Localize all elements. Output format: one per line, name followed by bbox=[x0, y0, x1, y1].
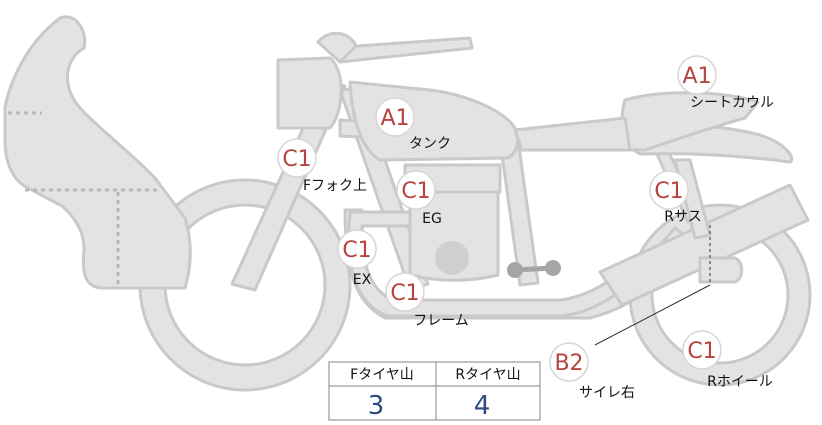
rsus-grade: C1 bbox=[654, 179, 683, 204]
seat-grade: A1 bbox=[682, 64, 711, 89]
fork-grade: C1 bbox=[282, 147, 311, 172]
front-cowl bbox=[3, 15, 192, 290]
grade-badges: C1Fフォク上A1タンクC1EGC1EXC1フレームA1シートカウルC1RサスB… bbox=[277, 55, 774, 401]
table-frame bbox=[328, 361, 541, 421]
tire-tread-table: Fタイヤ山 Rタイヤ山 3 4 bbox=[328, 361, 541, 421]
tank-badge bbox=[375, 97, 415, 137]
tank-label: タンク bbox=[409, 136, 451, 152]
engine-label: EG bbox=[422, 211, 442, 227]
frame-label: フレーム bbox=[413, 313, 469, 329]
seat-badge bbox=[677, 55, 717, 95]
handlebar-stem bbox=[316, 31, 358, 64]
headlight bbox=[276, 56, 343, 130]
rwheel-grade: C1 bbox=[687, 339, 716, 364]
muffler-bracket bbox=[698, 256, 744, 284]
front-tire-value: 3 bbox=[368, 391, 385, 421]
leader-lines bbox=[594, 225, 711, 346]
cowl-seam-lines bbox=[8, 111, 158, 284]
seat-label: シートカウル bbox=[690, 95, 774, 111]
tank-grade: A1 bbox=[380, 106, 409, 131]
rear-tire-header: Rタイヤ山 bbox=[455, 367, 520, 383]
rsus-label: Rサス bbox=[664, 209, 701, 225]
muffler-grade: B2 bbox=[554, 351, 583, 376]
ex-grade: C1 bbox=[342, 238, 371, 263]
ex-badge bbox=[337, 229, 377, 269]
rear-tire-value: 4 bbox=[474, 391, 491, 421]
engine-cover bbox=[435, 241, 469, 275]
engine-grade: C1 bbox=[401, 179, 430, 204]
muffler-label: サイレ右 bbox=[579, 385, 635, 401]
fork-label: Fフォク上 bbox=[303, 178, 367, 194]
engine-badge bbox=[396, 170, 436, 210]
rwheel-label: Rホイール bbox=[707, 374, 773, 390]
frame-grade: C1 bbox=[390, 281, 419, 306]
ex-label: EX bbox=[353, 272, 372, 288]
rsus-badge bbox=[649, 170, 689, 210]
frame-badge bbox=[385, 272, 425, 312]
muffler bbox=[598, 183, 810, 307]
chain-adjuster bbox=[507, 260, 561, 278]
fork-badge bbox=[277, 138, 317, 178]
front-tire-header: Fタイヤ山 bbox=[350, 367, 414, 383]
muffler-badge bbox=[549, 342, 589, 382]
seat bbox=[513, 116, 632, 152]
rwheel-badge bbox=[682, 330, 722, 370]
